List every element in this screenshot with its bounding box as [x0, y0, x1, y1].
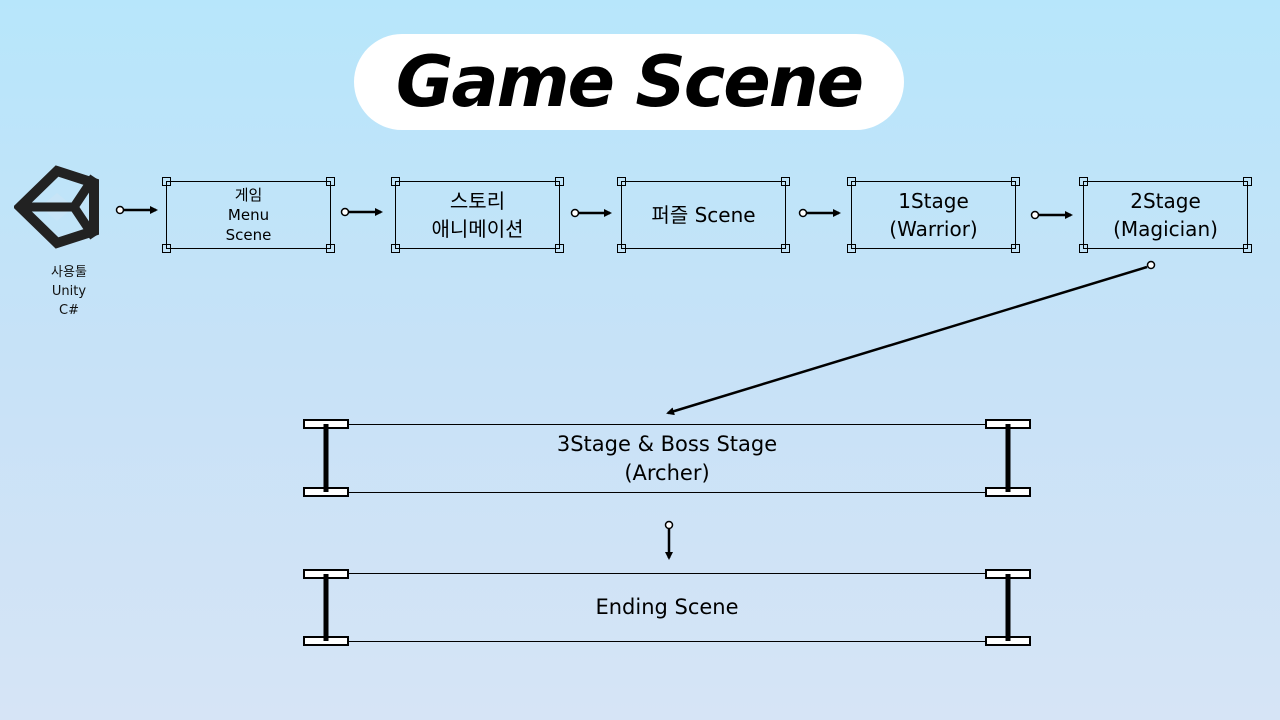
node-label-line: (Magician) — [1113, 217, 1218, 241]
corner-handle — [326, 177, 335, 186]
arrow-stage2-to-stage3 — [666, 260, 1156, 416]
node-stage-2[interactable]: 2Stage (Magician) — [1079, 177, 1252, 253]
corner-handle — [162, 177, 171, 186]
tool-caption-line-1: 사용툴 — [51, 265, 87, 280]
corner-handle — [555, 177, 564, 186]
node-stage-3-boss[interactable]: 3Stage & Boss Stage (Archer) — [326, 424, 1008, 493]
arrow-menu-to-story — [340, 207, 383, 217]
unity-logo-icon — [14, 165, 99, 249]
corner-handle — [1079, 244, 1088, 253]
node-story-animation[interactable]: 스토리 애니메이션 — [391, 177, 564, 253]
corner-handle — [617, 177, 626, 186]
node-label-line: 애니메이션 — [431, 217, 524, 241]
corner-handle — [391, 177, 400, 186]
corner-handle — [1243, 244, 1252, 253]
corner-handle — [1011, 244, 1020, 253]
node-ending-scene[interactable]: Ending Scene — [326, 573, 1008, 642]
node-label-line: (Archer) — [624, 460, 710, 485]
tool-caption-line-2: Unity — [51, 284, 87, 299]
corner-handle — [1243, 177, 1252, 186]
corner-handle — [391, 244, 400, 253]
node-label-line: 게임 — [234, 186, 263, 204]
node-label-line: 퍼즐 Scene — [651, 203, 756, 227]
node-label-line: (Warrior) — [889, 217, 978, 241]
corner-handle — [781, 177, 790, 186]
node-label-line: 3Stage & Boss Stage — [556, 431, 778, 456]
node-menu-scene[interactable]: 게임 Menu Scene — [162, 177, 335, 253]
tool-caption-line-3: C# — [59, 303, 79, 318]
arrow-puzzle-to-stage1 — [798, 208, 841, 218]
corner-handle — [1079, 177, 1088, 186]
node-label-line: Scene — [225, 226, 272, 244]
title-badge: Game Scene — [354, 34, 904, 130]
arrow-stage3-to-ending — [664, 520, 674, 560]
node-label-line: 스토리 — [449, 189, 506, 213]
corner-handle — [847, 177, 856, 186]
corner-handle — [847, 244, 856, 253]
node-label-line: 2Stage — [1130, 189, 1201, 213]
corner-handle — [617, 244, 626, 253]
arrow-stage1-to-stage2 — [1030, 210, 1073, 220]
node-label-line: Menu — [227, 206, 270, 224]
corner-handle — [781, 244, 790, 253]
corner-handle — [162, 244, 171, 253]
node-label-line: 1Stage — [898, 189, 969, 213]
tool-caption: 사용툴 Unity C# — [40, 263, 98, 320]
node-stage-1[interactable]: 1Stage (Warrior) — [847, 177, 1020, 253]
page-title: Game Scene — [395, 41, 864, 123]
arrow-story-to-puzzle — [570, 208, 612, 218]
corner-handle — [326, 244, 335, 253]
corner-handle — [555, 244, 564, 253]
corner-handle — [1011, 177, 1020, 186]
arrow-tool-to-menu — [115, 205, 158, 215]
node-label-line: Ending Scene — [595, 595, 739, 619]
node-puzzle-scene[interactable]: 퍼즐 Scene — [617, 177, 790, 253]
